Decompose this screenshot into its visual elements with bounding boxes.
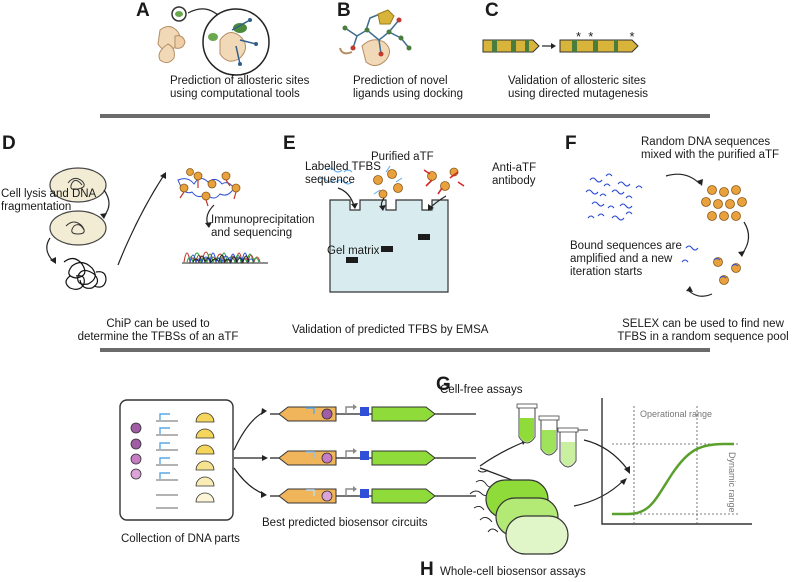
panel-d-caption: ChiP can be used to determine the TFBSs … [77,318,239,343]
sequencing-trace-icon [182,251,268,265]
panel-b-letter: B [337,0,351,21]
operator-box-icon [360,407,369,416]
mutation-marks: * * * [576,29,635,44]
panel-e-illustration [317,165,465,293]
circuits-label: Best predicted biosensor circuits [262,517,428,529]
cds-parts [195,412,215,503]
cell-icon [49,167,107,203]
operational-range-label: Operational range [640,409,713,419]
panel-a-illustration [157,6,270,76]
cell-free-tubes [516,403,588,468]
panel-e-antibody: Anti-aTF antibody [492,162,537,187]
random-dna-pool-icon [585,173,643,221]
biosensor-circuit-2 [270,448,476,466]
tube-icon [538,415,560,456]
panel-e-gel-matrix: Gel matrix [327,245,380,257]
panel-a-letter: A [136,0,150,21]
panel-a-caption: Prediction of allosteric sites using com… [170,75,310,100]
bound-complex-icon [713,257,741,285]
promoter-parts [159,413,170,479]
panel-f-letter: F [565,133,577,154]
panel-h-title: Whole-cell biosensor assays [440,566,586,578]
atf-cluster-icon [701,185,747,221]
cell-icon [49,210,107,246]
response-curve [612,442,734,516]
immunoprecipitation-cluster-icon [177,168,241,207]
panel-e-purified-atf: Purified aTF [371,151,434,163]
panel-d-step-lysis: Cell lysis and DNA fragmentation [1,188,97,213]
mutant-gene-icon [559,39,639,53]
panel-d-illustration [46,167,268,290]
labelled-tfbs-icon [317,167,353,185]
tube-icon [516,403,538,444]
biosensor-circuit-1 [270,404,476,422]
panel-b-illustration [339,9,412,66]
panel-e-letter: E [283,133,296,154]
anti-atf-antibody-icon [423,167,465,195]
panel-b-caption: Prediction of novel ligands using dockin… [353,75,463,100]
panel-c-letter: C [485,0,499,21]
protein-structure-icon [157,26,186,64]
dna-fragment-icon [63,257,107,290]
panel-e-labelled-tfbs: Labelled TFBS sequence [305,161,381,186]
panel-g-letter: G [436,374,451,395]
whole-cell-cultures [469,469,569,555]
tube-icon [557,427,588,468]
gel-matrix-icon [329,199,449,293]
biosensor-circuit-3 [270,486,476,504]
panel-f-caption: SELEX can be used to find new TFBS in a … [617,318,789,343]
panel-c-caption: Validation of allosteric sites using dir… [508,75,648,100]
wildtype-gene-icon [482,39,540,53]
purified-atf-icon [373,169,403,199]
panel-c-illustration [482,39,639,53]
panel-e-caption: Validation of predicted TFBS by EMSA [292,324,489,336]
dna-parts-collection [119,399,234,521]
panel-g-title: Cell-free assays [440,384,523,396]
panel-f-bound-sequences: Bound sequences are amplified and a new … [570,240,682,278]
collection-label: Collection of DNA parts [121,533,240,545]
cell-icon [505,515,569,555]
panel-h-letter: H [420,559,434,580]
dynamic-range-label: Dynamic range [727,452,737,513]
dose-response-plot [601,398,752,525]
promoter-arrow-icon [306,407,315,414]
panel-d-letter: D [2,133,16,154]
panel-f-illustration [585,173,750,297]
allosteric-site-icon [208,18,258,66]
rbs-parts [130,422,142,480]
panel-d-step-ip: Immunoprecipitation and sequencing [211,214,315,239]
panel-f-random-dna: Random DNA sequences mixed with the puri… [641,136,780,161]
